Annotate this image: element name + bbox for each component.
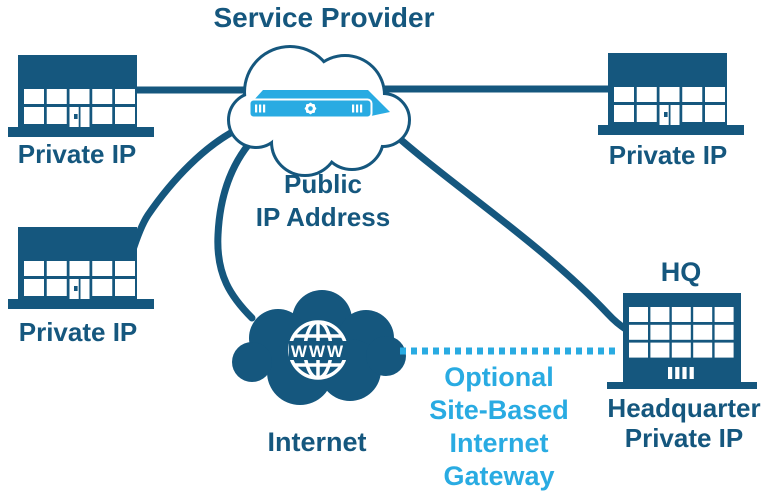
gateway-line3: Internet	[449, 428, 549, 458]
hq-label: HQ	[660, 257, 702, 287]
branch-building-mid-left-icon	[8, 227, 154, 309]
gateway-line1: Optional	[444, 362, 554, 392]
private-ip-label-top-left: Private IP	[17, 139, 137, 169]
optional-gateway-label: Optional Site-Based Internet Gateway	[429, 361, 569, 493]
gear-icon	[304, 102, 317, 115]
router-icon	[248, 90, 390, 119]
service-provider-label: Service Provider	[213, 2, 435, 33]
link-internet-cloud	[214, 126, 266, 322]
gateway-line4: Gateway	[443, 461, 555, 491]
private-ip-label-top-right: Private IP	[608, 140, 728, 170]
www-text: WWW	[291, 342, 345, 361]
branch-building-top-left-icon	[8, 55, 154, 137]
public-ip-label: Public IP Address	[256, 168, 390, 234]
private-ip-label-mid-left: Private IP	[18, 317, 138, 347]
public-ip-line2: IP Address	[255, 202, 391, 232]
headquarter-private-ip-label: Headquarter Private IP	[607, 393, 760, 453]
www-globe-icon: WWW	[288, 320, 348, 380]
headquarter-line2: Private IP	[624, 423, 744, 453]
internet-label: Internet	[267, 427, 367, 457]
gateway-line2: Site-Based	[429, 395, 569, 425]
branch-building-top-right-icon	[598, 53, 744, 135]
headquarter-line1: Headquarter	[607, 393, 761, 423]
www-band	[289, 341, 348, 360]
public-ip-line1: Public	[283, 169, 362, 199]
router-ports	[255, 104, 363, 113]
hq-building-icon	[607, 293, 757, 389]
